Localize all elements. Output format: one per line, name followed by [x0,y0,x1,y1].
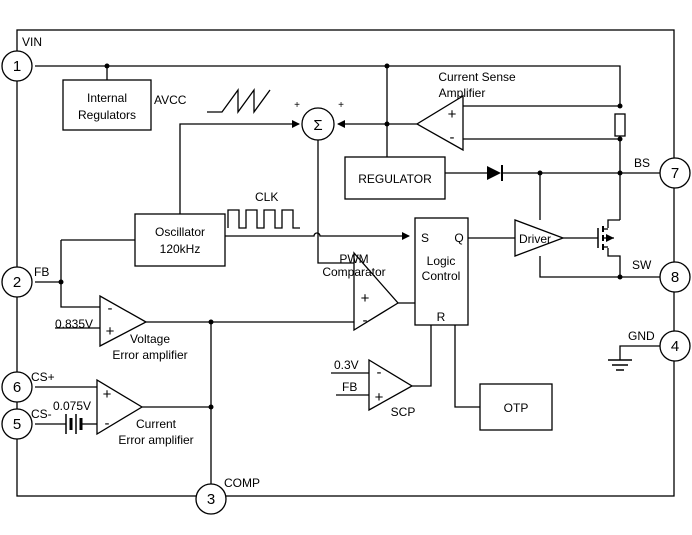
logic-line1: Logic [427,254,456,268]
pin-6-cs-plus: 6 CS+ [1,370,55,403]
bootstrap-diode [487,165,503,181]
driver-block: Driver [514,219,565,257]
pin-1-name: VIN [22,35,42,49]
wires [35,65,664,487]
ref-03-label: 0.3V [334,358,359,372]
summing-junction: Σ + + [294,100,344,141]
pin-3-comp: 3 COMP [195,476,260,515]
scp-label: SCP [391,405,416,419]
logic-control-block: S Q Logic Control R [414,217,469,326]
scp-plus: + [375,389,384,406]
pwm-minus: - [363,312,368,329]
regulator-label: REGULATOR [358,172,432,186]
ground-symbol [608,359,632,371]
internal-regulators-line2: Regulators [78,108,136,122]
internal-regulators-block: Internal Regulators [62,79,152,131]
pin-2-fb: 2 FB [1,265,49,298]
sense-resistor [614,113,626,137]
clk-label: CLK [255,190,278,204]
scp-comparator: - + [368,358,414,412]
junction-dots [58,63,623,410]
pin-5-number: 5 [13,416,21,433]
oscillator-block: Oscillator 120kHz [134,213,226,267]
pin-7-number: 7 [671,165,679,182]
sawtooth-waveform [207,88,271,114]
battery-0075v [65,414,83,434]
clk-waveform [227,209,300,229]
vea-label-1: Voltage [130,332,170,346]
internal-regulators-line1: Internal [87,91,127,105]
pwm-label-1: PWM [339,252,368,266]
pin-2-number: 2 [13,274,21,291]
logic-line2: Control [422,269,461,283]
pin-1-vin: 1 VIN [1,35,42,82]
pin-8-name: SW [632,258,652,272]
oscillator-line1: Oscillator [155,225,205,239]
csa-plus: + [448,106,457,123]
current-sense-amp-label-1: Current Sense [438,70,516,84]
logic-q-label: Q [454,231,463,245]
csa-minus: - [450,129,455,146]
pin-8-sw: 8 SW [632,258,691,293]
pin-7-name: BS [634,156,650,170]
pin-4-number: 4 [671,338,679,355]
pin-4-gnd: 4 GND [628,329,691,362]
cea-plus: + [103,386,112,403]
power-mosfet [597,226,614,250]
pin-3-name: COMP [224,476,260,490]
pin-4-name: GND [628,329,655,343]
sum-symbol: Σ [313,117,322,134]
avcc-label: AVCC [154,93,187,107]
pin-6-number: 6 [13,379,21,396]
ref-0835-label: 0.835V [55,317,93,331]
vea-minus: - [108,300,113,317]
ref-0075-label: 0.075V [53,399,91,413]
driver-label: Driver [519,232,551,246]
pin-1-number: 1 [13,58,21,75]
pin-7-bs: 7 BS [634,156,691,189]
pin-6-name: CS+ [31,370,55,384]
otp-label: OTP [504,401,529,415]
pwm-comparator: + - [353,251,399,332]
pwm-label-2: Comparator [322,265,385,279]
logic-s-label: S [421,231,429,245]
scp-fb-label: FB [342,380,357,394]
scp-minus: - [377,364,382,381]
pin-2-name: FB [34,265,49,279]
logic-r-label: R [437,310,446,324]
current-error-amplifier: + - [96,378,144,436]
cea-label-2: Error amplifier [118,433,193,447]
otp-block: OTP [479,383,553,431]
pin-5-name: CS- [31,407,52,421]
sum-plus-left: + [294,100,300,111]
current-sense-amp-label-2: Amplifier [439,86,486,100]
vea-plus: + [106,323,115,340]
pin-5-cs-minus: 5 CS- [1,407,52,440]
sum-plus-right: + [338,100,344,111]
current-sense-amplifier: + - [415,94,464,152]
pwm-plus: + [361,290,370,307]
regulator-block: REGULATOR [344,156,446,200]
cea-minus: - [105,415,110,432]
vea-label-2: Error amplifier [112,348,187,362]
pin-3-number: 3 [207,491,215,508]
oscillator-line2: 120kHz [160,242,201,256]
voltage-error-amplifier: - + [99,294,148,348]
pin-8-number: 8 [671,269,679,286]
cea-label-1: Current [136,417,177,431]
